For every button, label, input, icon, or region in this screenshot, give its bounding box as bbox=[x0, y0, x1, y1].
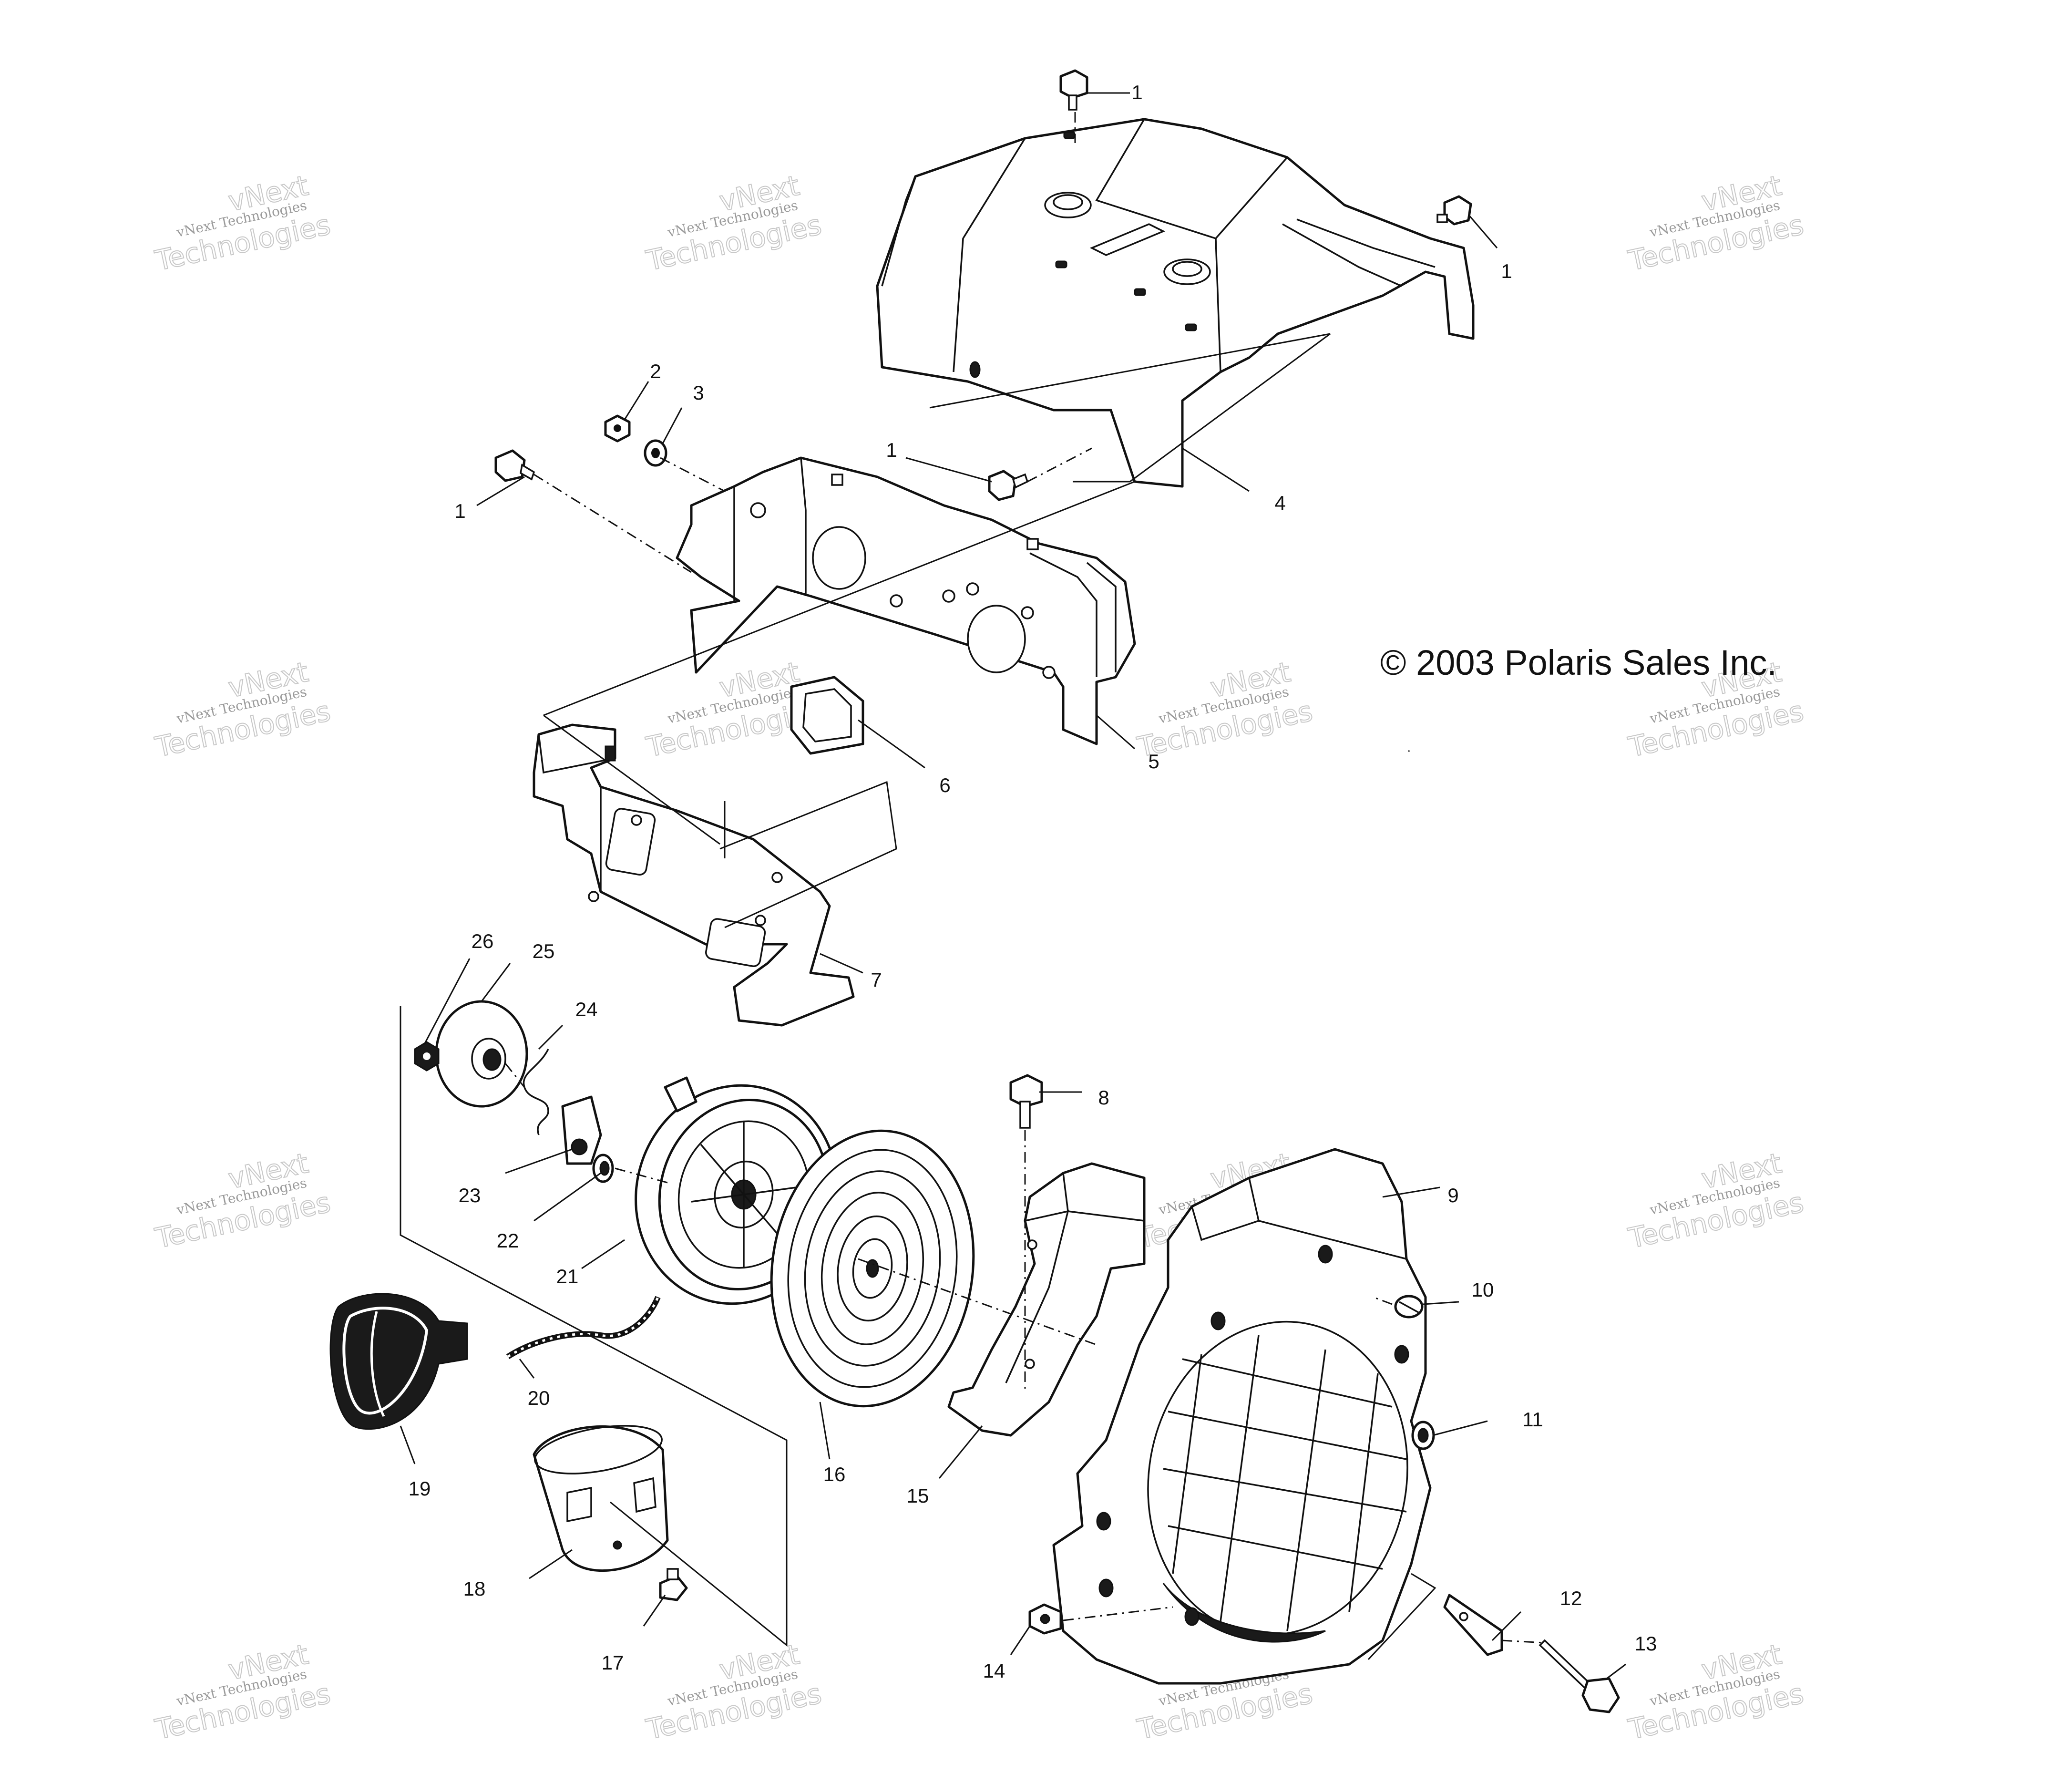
callout-17: 17 bbox=[602, 1651, 624, 1674]
callout-12: 12 bbox=[1560, 1587, 1582, 1609]
part-15-starter-bracket bbox=[947, 1162, 1146, 1437]
callout-26: 26 bbox=[472, 930, 494, 952]
callout-14: 14 bbox=[983, 1660, 1005, 1682]
part-1-bolt-right bbox=[1436, 195, 1472, 226]
callout-5: 5 bbox=[1148, 750, 1159, 773]
callout-22: 22 bbox=[497, 1229, 519, 1252]
callout-24: 24 bbox=[575, 998, 598, 1021]
part-16-recoil-spring bbox=[770, 1129, 975, 1408]
callout-2: 2 bbox=[650, 360, 661, 382]
part-12-clamp-plate bbox=[1443, 1594, 1503, 1656]
part-25-starter-pulley bbox=[435, 1000, 528, 1108]
part-17-screw bbox=[659, 1568, 688, 1601]
part-8-bolt bbox=[1009, 1074, 1043, 1129]
part-9-fan-housing bbox=[1052, 1148, 1432, 1685]
part-1-bolt-left bbox=[494, 449, 535, 482]
callout-13: 13 bbox=[1635, 1632, 1657, 1655]
assembly-lines bbox=[400, 112, 1545, 1660]
part-18-rope-guide bbox=[533, 1425, 669, 1572]
callout-10: 10 bbox=[1472, 1278, 1494, 1301]
part-7-exhaust-bracket bbox=[533, 723, 855, 1027]
callout-16: 16 bbox=[823, 1463, 846, 1485]
part-24-spring-clip bbox=[523, 1049, 549, 1135]
callout-1-left: 1 bbox=[454, 500, 465, 522]
callout-25: 25 bbox=[533, 940, 555, 962]
callout-20: 20 bbox=[528, 1387, 550, 1409]
callout-numbers: 1 1 1 1 2 3 4 5 6 7 8 9 10 11 12 13 14 1… bbox=[409, 81, 1657, 1682]
callout-1-top: 1 bbox=[1131, 81, 1142, 103]
callout-1-middle: 1 bbox=[886, 439, 897, 461]
part-1-bolt-middle bbox=[988, 470, 1029, 501]
part-13-long-bolt bbox=[1539, 1639, 1620, 1713]
part-19-starter-handle bbox=[329, 1293, 468, 1430]
callout-leaders bbox=[400, 92, 1626, 1680]
part-2-nut bbox=[604, 414, 631, 443]
callout-18: 18 bbox=[463, 1577, 486, 1600]
part-11-plug bbox=[1411, 1421, 1435, 1450]
part-10-plug bbox=[1394, 1295, 1424, 1319]
callout-1-right: 1 bbox=[1501, 260, 1512, 282]
part-26-nut bbox=[414, 1041, 440, 1072]
callout-15: 15 bbox=[907, 1484, 929, 1507]
part-14-screw bbox=[1028, 1603, 1062, 1635]
part-5-side-plate bbox=[676, 456, 1136, 745]
copyright-notice: © 2003 Polaris Sales Inc. bbox=[1380, 643, 1777, 682]
stray-dot bbox=[1408, 750, 1410, 752]
part-22-bushing bbox=[592, 1154, 614, 1183]
part-4-top-shroud bbox=[876, 118, 1475, 488]
callout-11: 11 bbox=[1522, 1408, 1543, 1431]
part-3-washer bbox=[644, 439, 667, 467]
part-1-bolt-top bbox=[1059, 69, 1088, 111]
callout-23: 23 bbox=[459, 1184, 481, 1206]
part-23-pawl bbox=[561, 1095, 602, 1165]
callout-4: 4 bbox=[1274, 492, 1285, 514]
callout-19: 19 bbox=[409, 1477, 431, 1500]
part-20-rope bbox=[506, 1296, 661, 1360]
callout-8: 8 bbox=[1098, 1086, 1109, 1109]
callout-9: 9 bbox=[1447, 1184, 1458, 1206]
callout-7: 7 bbox=[871, 969, 882, 991]
callout-3: 3 bbox=[693, 381, 704, 404]
callout-21: 21 bbox=[556, 1265, 579, 1288]
part-6-gasket bbox=[790, 676, 864, 755]
callout-6: 6 bbox=[939, 774, 950, 796]
